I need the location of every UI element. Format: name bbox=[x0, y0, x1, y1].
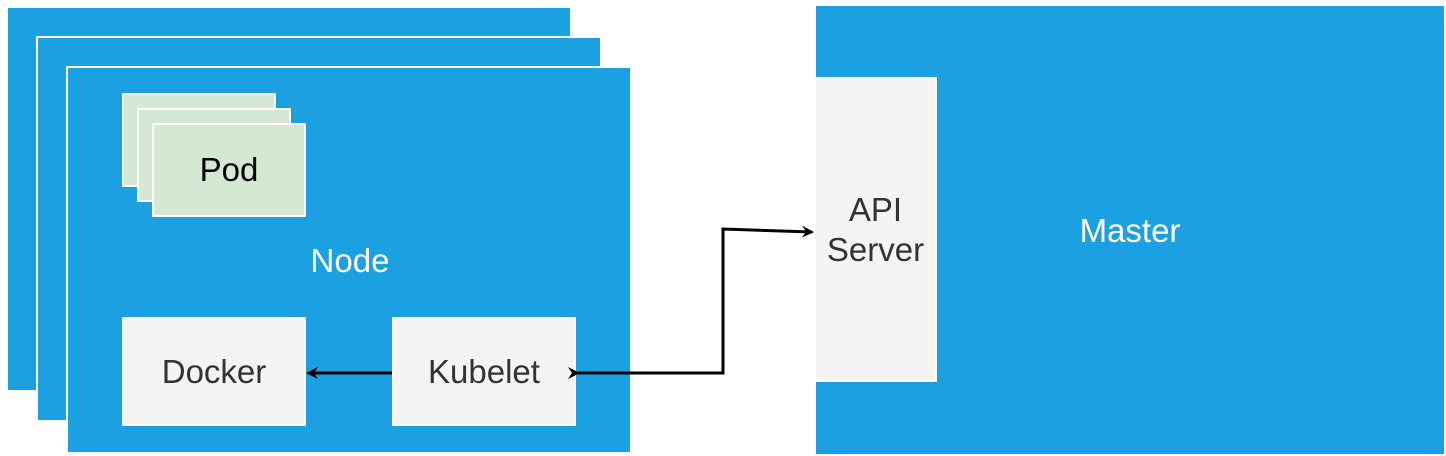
kubelet-box bbox=[392, 317, 576, 426]
node-label: Node bbox=[310, 242, 390, 280]
docker-box bbox=[122, 317, 306, 426]
docker-label: Docker bbox=[161, 352, 267, 390]
kubelet-label: Kubelet bbox=[428, 352, 540, 390]
pod-label: Pod bbox=[199, 151, 259, 189]
api-server-label: API Server bbox=[826, 190, 925, 268]
master-label: Master bbox=[1079, 212, 1181, 250]
api-server-box bbox=[814, 77, 937, 382]
pod-box-front bbox=[152, 123, 306, 217]
